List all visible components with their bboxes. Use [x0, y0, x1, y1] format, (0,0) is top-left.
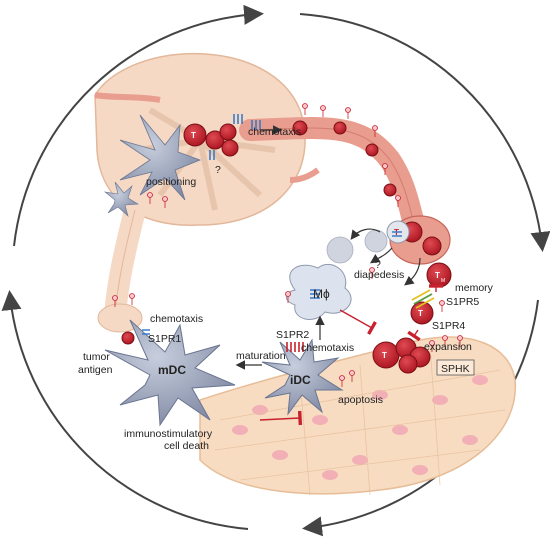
s1pr2-receptor	[286, 342, 304, 352]
apoptosis-inhibition	[259, 410, 303, 426]
label-expansion: expansion	[424, 341, 472, 353]
cycle-arrows	[1, 4, 550, 537]
label-mphi: Mϕ	[313, 287, 330, 301]
label-maturation: maturation	[236, 350, 286, 362]
cycle-arrow-top-right	[299, 13, 550, 252]
label-question-mid: ?	[375, 259, 381, 271]
label-memory: memory	[455, 282, 494, 294]
t-cell-label: T	[435, 271, 440, 280]
extravasation-arrow-1	[350, 228, 381, 240]
label-positioning: positioning	[146, 176, 196, 188]
lymphatic-vessel	[97, 199, 146, 333]
tumor-tissue	[199, 336, 517, 496]
label-chemotaxis-top: chemotaxis	[248, 126, 301, 138]
label-s1pr1: S1PR1	[148, 333, 181, 345]
t-cell-label: T	[191, 131, 196, 140]
t-cell-expansion-cluster	[395, 337, 431, 374]
dendritic-cell-small	[103, 181, 139, 217]
macrophage	[285, 263, 352, 320]
t-cell-naive-lymph: T	[183, 123, 207, 147]
diapedesis-arrow	[404, 257, 421, 286]
s1p-receptors	[142, 114, 402, 335]
immature-dendritic-cell	[261, 338, 344, 416]
faded-cells	[326, 229, 388, 264]
dendritic-cell-lymph	[119, 114, 202, 201]
t-cells: T T T M T T	[121, 120, 452, 374]
label-s1pr2: S1PR2	[276, 329, 309, 341]
label-tumor: tumor	[83, 351, 110, 363]
label-s1pr5: S1PR5	[446, 296, 479, 308]
t-cell-memory: T M	[426, 262, 452, 288]
label-sphk: SPHK	[441, 363, 470, 375]
mature-dendritic-cell	[104, 319, 236, 427]
text-labels: chemotaxis positioning ? ? diapedesis me…	[78, 126, 494, 452]
expansion-inhibition	[407, 329, 421, 342]
s1p-molecules	[112, 103, 463, 387]
t-cell-label: T	[418, 309, 423, 318]
label-immunostimulatory: immunostimulatory	[124, 428, 213, 440]
label-chemotaxis-left: chemotaxis	[150, 313, 203, 325]
label-chemotaxis-mid: chemotaxis	[301, 342, 354, 354]
label-mdc: mDC	[158, 363, 186, 377]
macrophage-inhibition	[339, 309, 377, 335]
t-cell-label: T	[382, 351, 387, 360]
sphk-box	[436, 359, 475, 376]
cycle-arrow-top-left	[13, 4, 264, 247]
label-question-top: ?	[215, 164, 221, 176]
t-cell-mdc-contact	[121, 331, 135, 345]
cycle-arrow-bottom-left	[1, 290, 249, 530]
s1pr5-receptor	[411, 289, 435, 309]
label-antigen: antigen	[78, 364, 113, 376]
arrows	[235, 125, 421, 370]
extravasation-arrow-2	[370, 247, 393, 264]
label-diapedesis: diapedesis	[354, 269, 404, 281]
inhibition-lines	[259, 284, 443, 426]
label-apoptosis: apoptosis	[338, 394, 383, 406]
label-s1pr4: S1PR4	[432, 320, 465, 332]
label-idc: iDC	[290, 373, 311, 387]
label-cell-death: cell death	[164, 440, 209, 452]
t-cell-sub-label: M	[441, 278, 445, 284]
t-cell-effector-migrating: T	[372, 341, 400, 369]
